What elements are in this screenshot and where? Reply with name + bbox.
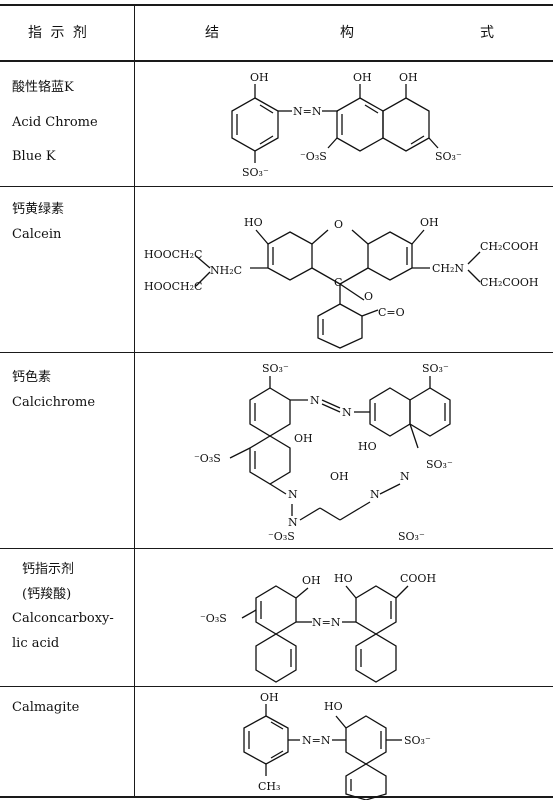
header-rule [0, 60, 553, 62]
structure-calconcarboxylic-acid: OH ⁻O₃S N=N HO COOH [200, 572, 436, 683]
lactone-oxygen-label: O [364, 290, 373, 303]
azo-label: N=N [312, 616, 341, 629]
indicator-name-calcichrome: 钙色素 Calcichrome [12, 366, 132, 415]
azo-label: N=N [302, 734, 331, 747]
naphthalene-left [229, 376, 308, 485]
so3-label: SO₃⁻ [404, 734, 431, 747]
central-carbon-label: C [334, 276, 342, 289]
name-line: Blue K [12, 149, 56, 165]
oh-label: HO [334, 572, 353, 585]
left-chain-label: HOOCH₂C [144, 248, 202, 261]
so3-label: ⁻O₃S [268, 530, 295, 543]
name-line: Calcichrome [12, 394, 96, 410]
oh-label: OH [260, 691, 279, 704]
header-structure-2: 构 [340, 25, 356, 41]
oh-label: OH [420, 216, 439, 229]
so3-label: SO₃⁻ [398, 530, 425, 543]
azo-n: N [342, 406, 352, 419]
name-line: Calcein [12, 226, 62, 242]
so3-label: SO₃⁻ [435, 150, 462, 163]
benzene-ring [231, 84, 292, 163]
name-line: Calmagite [12, 700, 80, 715]
oh-label: OH [399, 71, 418, 84]
right-chain-label: CH₂COOH [480, 276, 538, 289]
bottom-rule [0, 796, 553, 798]
indicator-name-acid-chrome-blue-k: 酸性铬蓝K Acid Chrome Blue K [12, 76, 132, 170]
header-structure-1: 结 [205, 25, 221, 41]
so3-label: SO₃⁻ [422, 362, 449, 375]
structure-calmagite: OH CH₃ N=N HO SO₃⁻ [243, 691, 431, 800]
row-rule-1 [0, 186, 553, 187]
carboxyl-label: COOH [400, 572, 436, 585]
azo-n: N [400, 470, 410, 483]
row-rule-4 [0, 686, 553, 687]
header-indicator: 指 示 剂 [28, 25, 89, 41]
top-rule [0, 4, 553, 6]
xanthene-core [250, 229, 430, 304]
header-structure-3: 式 [480, 25, 496, 41]
oh-label: HO [324, 700, 343, 713]
azo-label: N=N [293, 105, 322, 118]
naphthalene-right [345, 585, 409, 683]
azo-n: N [288, 488, 298, 501]
so3-label: ⁻O₃S [194, 452, 221, 465]
structure-acid-chrome-blue-k: OH SO₃⁻ N=N OH OH ⁻O₃S SO₃⁻ [231, 71, 462, 179]
so3-label: ⁻O₃S [300, 150, 327, 163]
methyl-label: CH₃ [258, 780, 280, 793]
so3-label: ⁻O₃S [200, 612, 227, 625]
row-rule-3 [0, 548, 553, 549]
oh-label: OH [302, 574, 321, 587]
name-line: 钙色素 [12, 370, 52, 385]
azo-n: N [310, 394, 320, 407]
name-line: 钙黄绿素 [12, 202, 65, 217]
indicator-name-calconcarboxylic-acid: 钙指示剂 (钙羧酸) Calconcarboxy- lic acid [12, 558, 132, 657]
name-line: (钙羧酸) [22, 586, 72, 602]
ring-oxygen-label: O [334, 218, 343, 231]
so3-label: SO₃⁻ [426, 458, 453, 471]
oh-label: OH [353, 71, 372, 84]
indicator-name-calcein: 钙黄绿素 Calcein [12, 198, 132, 247]
indicator-name-calmagite: Calmagite [12, 696, 132, 721]
oh-label: HO [358, 440, 377, 453]
amine-label: CH₂N [432, 262, 464, 275]
naphthalene-left [241, 585, 312, 683]
name-line: Acid Chrome [12, 114, 98, 130]
amine-label: NH₂C [210, 264, 242, 277]
oh-label: OH [330, 470, 349, 483]
row-rule-2 [0, 352, 553, 353]
structure-calcein: O HO OH HOOCH₂C HOOCH₂C NH₂C CH₂N CH₂COO… [144, 216, 538, 349]
name-line: 酸性铬蓝K [12, 80, 74, 95]
benzene-ring [243, 704, 300, 776]
column-divider [134, 4, 135, 798]
name-line: 钙指示剂 [22, 562, 75, 577]
name-line: lic acid [12, 636, 60, 652]
naphthalene-ring [327, 84, 439, 152]
naphthalene-ring [335, 715, 402, 800]
azo-n: N [288, 516, 298, 529]
lactone-ring [317, 303, 379, 349]
left-chain-label: HOOCH₂C [144, 280, 202, 293]
oh-label: OH [250, 71, 269, 84]
oh-label: OH [294, 432, 313, 445]
naphthalene-right [354, 376, 451, 449]
oh-label: HO [244, 216, 263, 229]
name-line: Calconcarboxy- [12, 611, 114, 627]
right-chain-label: CH₂COOH [480, 240, 538, 253]
structure-calcichrome: SO₃⁻ OH ⁻O₃S N N SO₃⁻ HO SO₃⁻ N N N N OH… [194, 362, 453, 543]
so3-label: SO₃⁻ [262, 362, 289, 375]
carbonyl-label: C=O [378, 306, 405, 319]
azo-n: N [370, 488, 380, 501]
so3-label: SO₃⁻ [242, 166, 269, 179]
